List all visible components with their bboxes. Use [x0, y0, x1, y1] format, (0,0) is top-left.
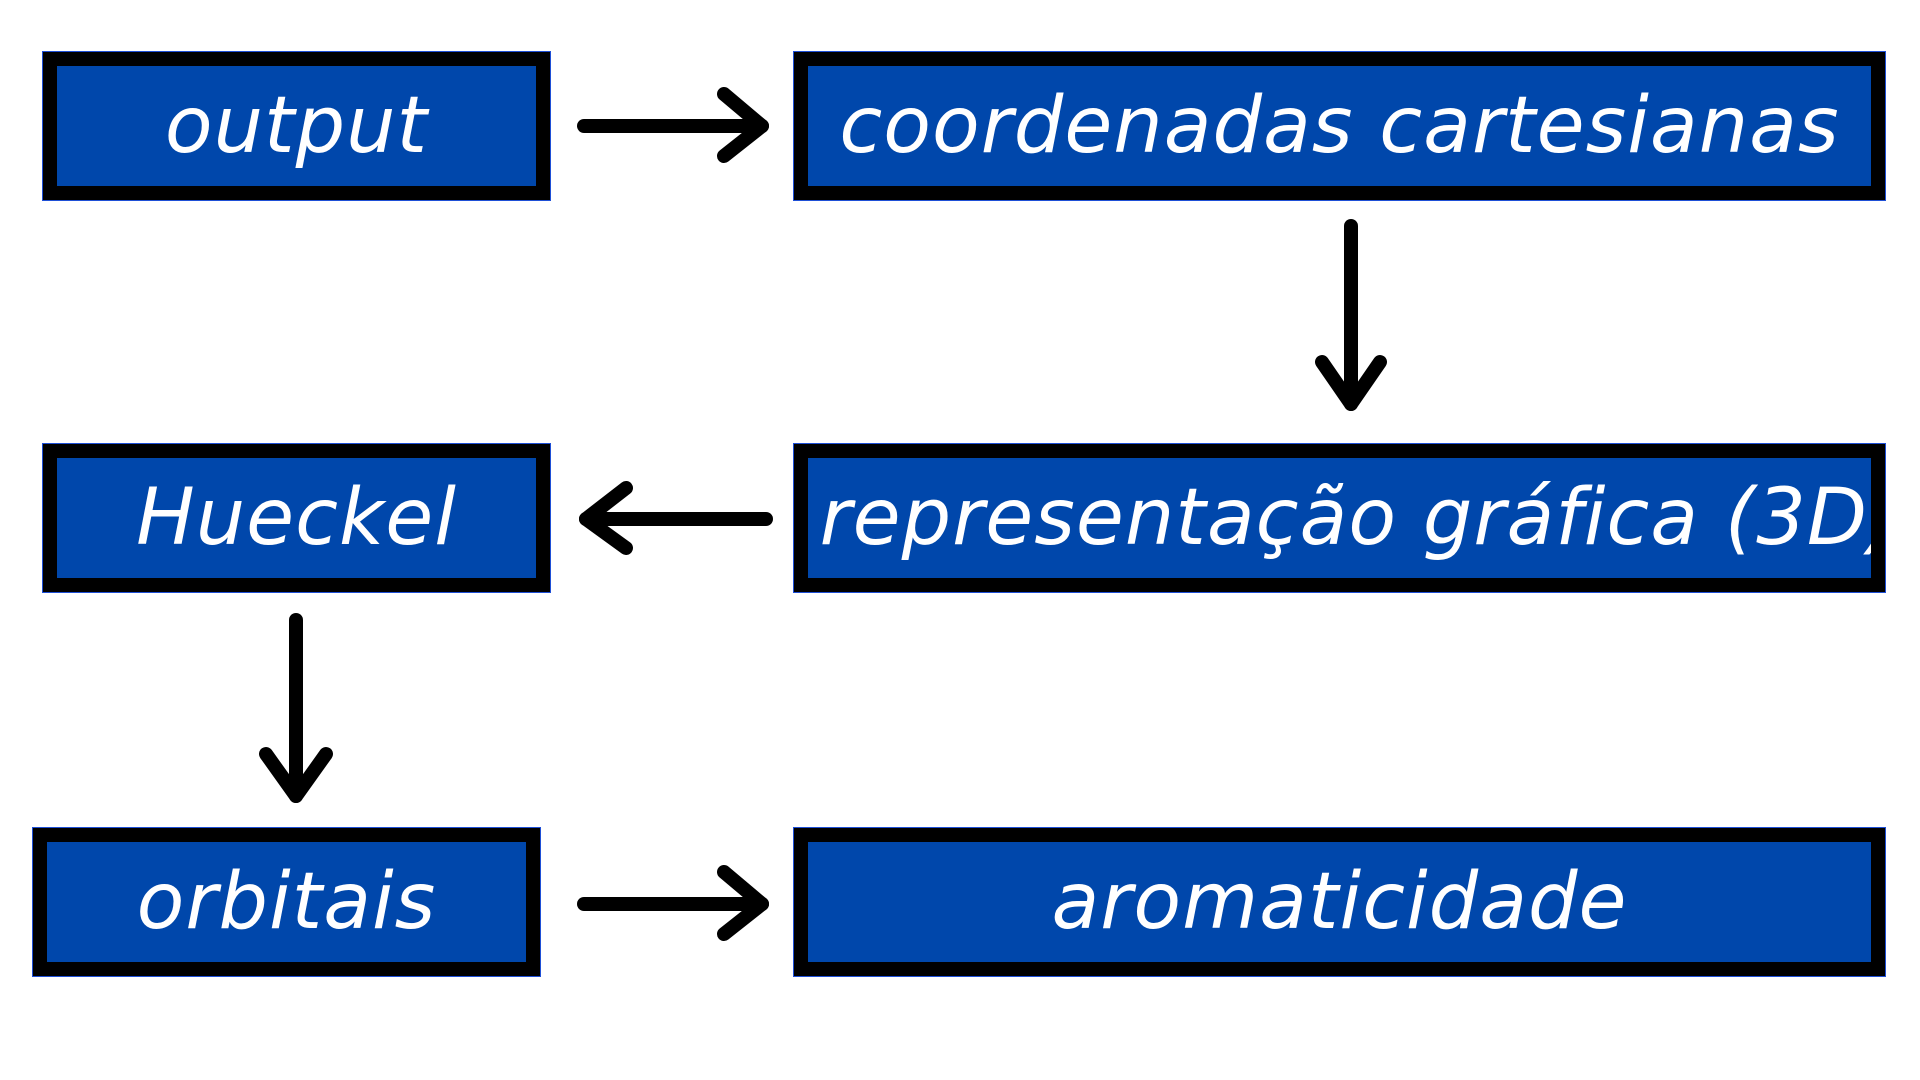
node-aromaticidade-label: aromaticidade	[1051, 857, 1628, 947]
node-coordenadas-label: coordenadas cartesianas	[839, 81, 1840, 171]
arrow-coordenadas-to-representacao	[1315, 219, 1387, 411]
arrow-representacao-to-hueckel	[579, 481, 773, 555]
arrow-output-to-coordenadas	[577, 87, 769, 163]
node-aromaticidade: aromaticidade	[793, 827, 1886, 977]
node-coordenadas-cartesianas: coordenadas cartesianas	[793, 51, 1886, 201]
node-orbitais-label: orbitais	[136, 857, 437, 947]
node-output: output	[42, 51, 551, 201]
node-output-label: output	[164, 81, 429, 171]
node-representacao-grafica: representação gráfica (3D)	[793, 443, 1886, 593]
node-hueckel: Hueckel	[42, 443, 551, 593]
node-hueckel-label: Hueckel	[136, 473, 457, 563]
node-orbitais: orbitais	[32, 827, 541, 977]
node-representacao-label: representação gráfica (3D)	[819, 473, 1885, 563]
arrow-orbitais-to-aromaticidade	[577, 865, 769, 941]
arrow-hueckel-to-orbitais	[259, 613, 333, 803]
